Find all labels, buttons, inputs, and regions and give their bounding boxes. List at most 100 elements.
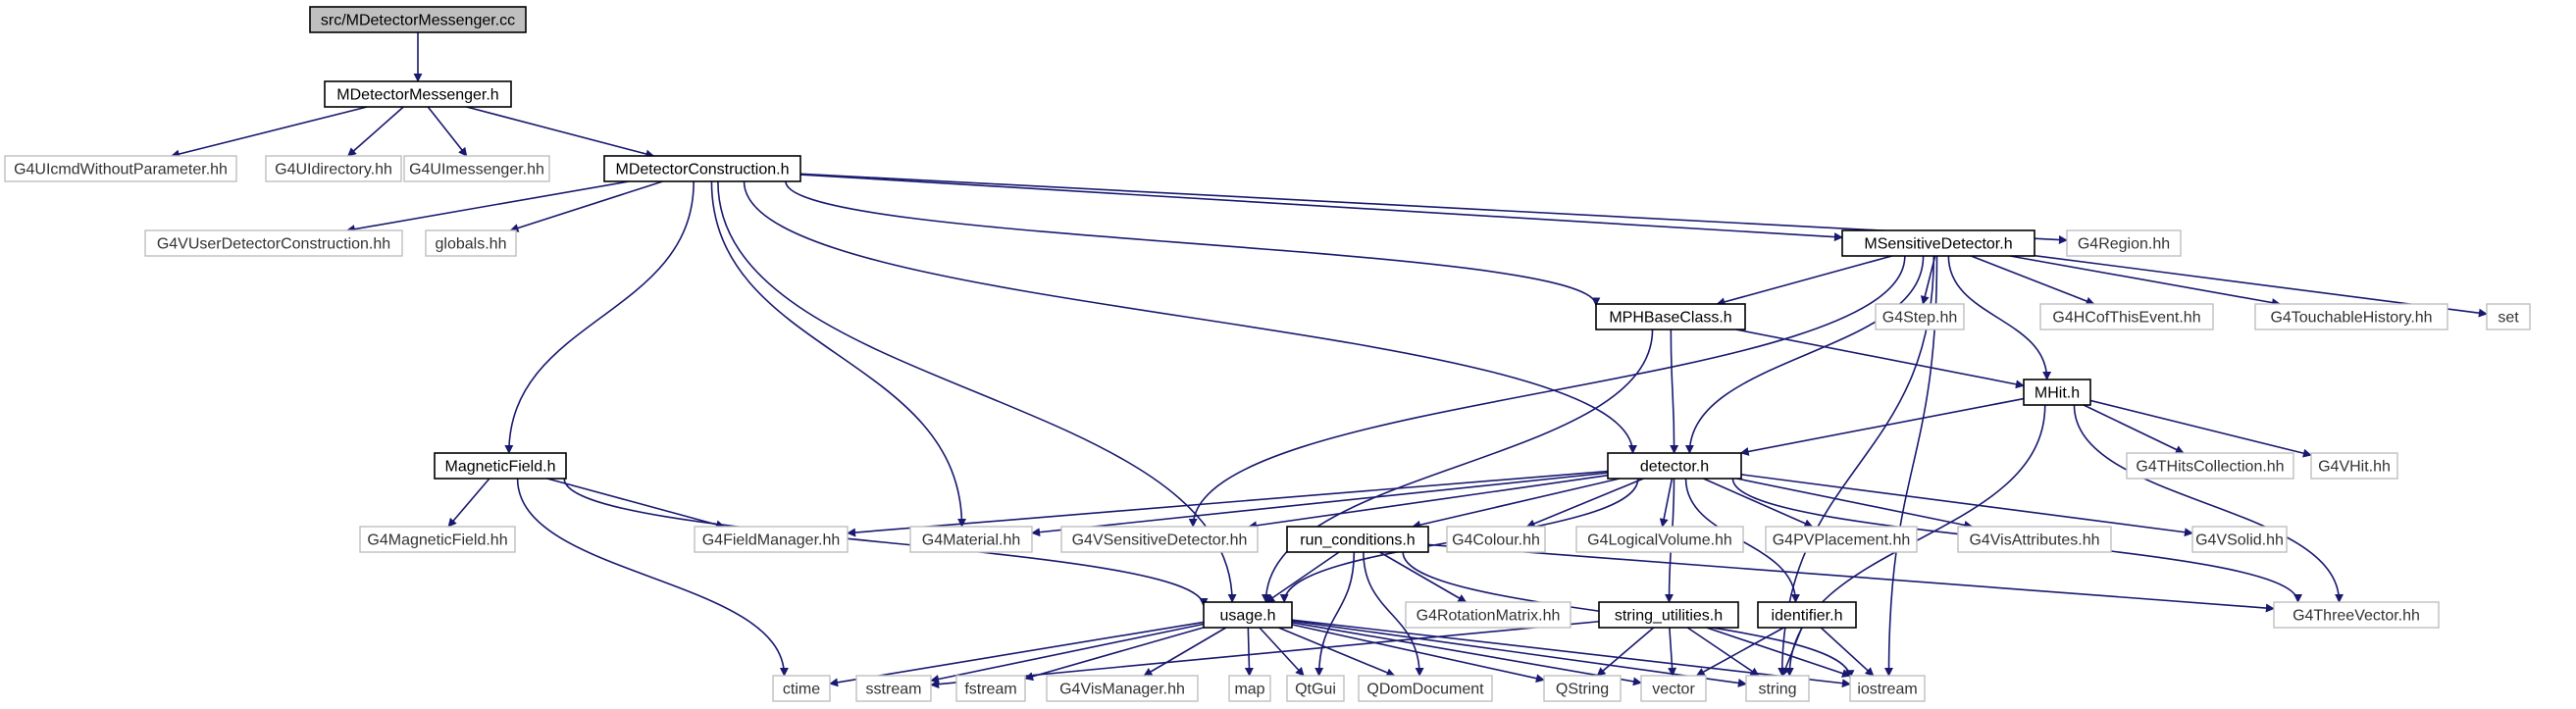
node-g4vismanager-hh: G4VisManager.hh xyxy=(1046,675,1199,702)
edge-runcond-to-qdom xyxy=(1363,551,1424,677)
node-set: set xyxy=(2486,303,2531,330)
edge-detector-to-g4fieldm xyxy=(847,470,1609,537)
node-box xyxy=(2254,303,2448,330)
node-magneticfield-h[interactable]: MagneticField.h xyxy=(434,452,567,480)
edge-mdc-to-globals xyxy=(509,180,663,232)
node-box xyxy=(1875,303,1965,330)
node-run-conditions-h[interactable]: run_conditions.h xyxy=(1286,526,1429,553)
node-g4thitscollection-hh: G4THitsCollection.hh xyxy=(2126,452,2294,480)
node-box xyxy=(1446,526,1546,553)
node-box xyxy=(2126,452,2294,480)
edge-msd-to-iostream xyxy=(1883,255,1938,677)
node-iostream: iostream xyxy=(1849,675,1926,702)
node-mdetectorconstruction-h[interactable]: MDetectorConstruction.h xyxy=(603,155,801,182)
edge-mfield-to-g4magf xyxy=(447,478,490,528)
edge-usage-to-g4vism xyxy=(1143,627,1227,677)
node-identifier-h[interactable]: identifier.h xyxy=(1757,601,1857,629)
node-label: vector xyxy=(1652,682,1695,698)
node-box xyxy=(2486,303,2531,330)
edge-runcond-to-g4rotm xyxy=(1379,551,1468,603)
edge-identifier-to-iostream xyxy=(1820,627,1875,677)
edges-layer xyxy=(170,32,2488,689)
edge-msd-to-g4vsd xyxy=(1188,255,1906,528)
node-box xyxy=(425,229,517,257)
node-msensitivedetector-h[interactable]: MSensitiveDetector.h xyxy=(1841,229,2035,257)
node-detector-h[interactable]: detector.h xyxy=(1607,452,1742,480)
node-label: string_utilities.h xyxy=(1615,608,1723,625)
node-label: G4Material.hh xyxy=(922,532,1021,549)
edge-detector-to-g4pvp xyxy=(1703,478,1814,528)
node-usage-h[interactable]: usage.h xyxy=(1203,601,1293,629)
node-string-utilities-h[interactable]: string_utilities.h xyxy=(1598,601,1739,629)
node-label: QDomDocument xyxy=(1366,682,1484,698)
node-box xyxy=(855,675,932,702)
edge-msd-to-string xyxy=(1777,255,1935,677)
node-g4vuserdetectorconstruction-hh: G4VUserDetectorConstruction.hh xyxy=(144,229,403,257)
edge-mdc-to-detector xyxy=(743,180,1637,454)
node-label: globals.hh xyxy=(436,236,507,253)
node-label: G4VHit.hh xyxy=(2318,459,2391,476)
node-g4touchablehistory-hh: G4TouchableHistory.hh xyxy=(2254,303,2448,330)
node-mhit-h[interactable]: MHit.h xyxy=(2023,379,2091,406)
node-label: G4Region.hh xyxy=(2078,236,2170,253)
node-g4vsensitivedetector-hh: G4VSensitiveDetector.hh xyxy=(1060,526,1259,553)
node-box xyxy=(909,526,1033,553)
node-g4uicmdwithoutparameter-hh: G4UIcmdWithoutParameter.hh xyxy=(4,155,237,182)
node-label: G4VSolid.hh xyxy=(2195,532,2284,549)
edge-runcond-to-qtgui xyxy=(1314,551,1356,677)
node-label: set xyxy=(2498,310,2519,327)
node-label: detector.h xyxy=(1640,459,1709,476)
node-box xyxy=(2273,601,2440,629)
node-label: G4VisAttributes.hh xyxy=(1969,532,2099,549)
node-string: string xyxy=(1745,675,1810,702)
edge-strutil-to-iostream xyxy=(1706,627,1851,678)
edge-mdc-to-msd xyxy=(799,174,1843,242)
node-label: G4FieldManager.hh xyxy=(702,532,841,549)
node-label: fstream xyxy=(964,682,1016,698)
edge-msd-to-mph xyxy=(1716,255,1892,307)
node-qstring: QString xyxy=(1543,675,1622,702)
edge-mhit-to-g4vhit xyxy=(2089,399,2312,458)
node-box xyxy=(403,155,550,182)
edge-mdc-to-mfield xyxy=(504,180,695,454)
node-label: MDetectorConstruction.h xyxy=(616,162,790,178)
node-g4fieldmanager-hh: G4FieldManager.hh xyxy=(694,526,849,553)
node-box xyxy=(1640,675,1707,702)
edge-detector-to-g4visattr xyxy=(1736,478,1974,530)
node-g4vhit-hh: G4VHit.hh xyxy=(2310,452,2398,480)
node-src-mdetectormessenger-cc[interactable]: src/MDetectorMessenger.cc xyxy=(309,6,527,33)
node-box xyxy=(1598,601,1739,629)
node-label: G4UImessenger.hh xyxy=(409,162,544,178)
edge-identifier-to-string xyxy=(1781,627,1803,677)
node-box xyxy=(4,155,237,182)
node-box xyxy=(359,526,516,553)
node-globals-hh: globals.hh xyxy=(425,229,517,257)
node-box xyxy=(1286,526,1429,553)
node-label: usage.h xyxy=(1220,608,1276,625)
edge-mhit-to-g4thits xyxy=(2083,404,2185,454)
edge-mdm-to-g4uimess xyxy=(427,106,468,157)
node-fstream: fstream xyxy=(955,675,1026,702)
node-label: MagneticField.h xyxy=(445,459,556,476)
nodes-layer: src/MDetectorMessenger.ccMDetectorMessen… xyxy=(4,6,2531,702)
node-mphbaseclass-h[interactable]: MPHBaseClass.h xyxy=(1595,303,1746,330)
node-g4threevector-hh: G4ThreeVector.hh xyxy=(2273,601,2440,629)
node-box xyxy=(1575,526,1744,553)
node-qtgui: QtGui xyxy=(1286,675,1345,702)
node-mdetectormessenger-h[interactable]: MDetectorMessenger.h xyxy=(324,80,512,108)
node-label: MDetectorMessenger.h xyxy=(336,87,498,104)
node-box xyxy=(1841,229,2035,257)
node-label: G4THitsCollection.hh xyxy=(2136,459,2284,476)
node-label: MSensitiveDetector.h xyxy=(1864,236,2012,253)
node-box xyxy=(1405,601,1571,629)
node-box xyxy=(2039,303,2214,330)
edge-msd-to-g4touch xyxy=(2009,255,2281,308)
node-label: G4Colour.hh xyxy=(1452,532,1540,549)
node-label: QtGui xyxy=(1295,682,1336,698)
edge-mdc-to-g4vudc xyxy=(345,180,630,234)
edge-mdc-to-mph xyxy=(785,180,1601,307)
node-label: G4RotationMatrix.hh xyxy=(1417,608,1561,625)
edge-usage-to-vector xyxy=(1291,621,1642,686)
edge-mdm-to-g4uidir xyxy=(347,106,404,157)
edge-msd-to-g4hcof xyxy=(1970,255,2095,306)
